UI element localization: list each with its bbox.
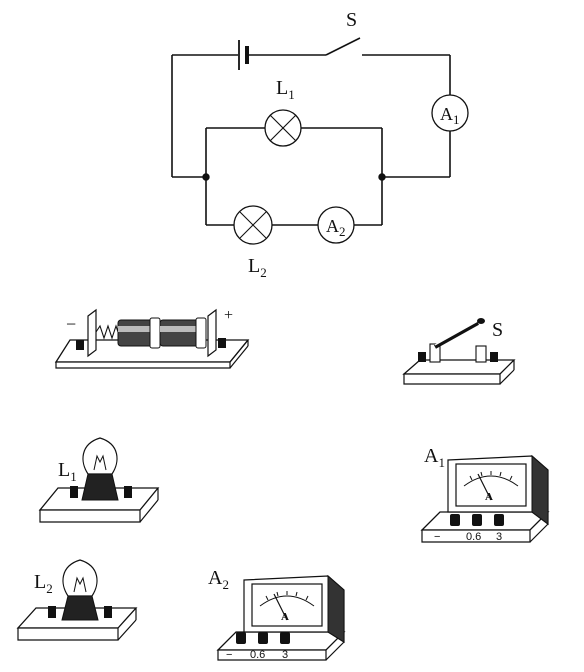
ammeter2-unit: A: [281, 611, 289, 623]
knife-switch: [402, 318, 516, 385]
ammeter2-terminal-3: 3: [282, 649, 288, 661]
ammeter1-unit: A: [485, 491, 493, 503]
ammeter2-symbol-label: A2: [326, 216, 346, 239]
lamp2-symbol: [233, 205, 273, 245]
lamp2-symbol-label: L2: [248, 255, 267, 280]
ammeter1-terminal-minus: −: [434, 531, 440, 543]
ammeter2-device: [216, 574, 346, 661]
battery-symbol: [238, 40, 249, 70]
ammeter1-label: A1: [424, 445, 445, 470]
ammeter1-symbol-label: A1: [440, 104, 460, 127]
ammeter1-device: [420, 454, 550, 543]
switch-symbol: [325, 37, 361, 56]
circuit-schematic: S A1 L1 A2 L2: [171, 9, 469, 280]
switch-label: S: [346, 9, 357, 31]
lamp1-symbol: [264, 109, 302, 147]
ammeter2-terminal-minus: −: [226, 649, 232, 661]
bulb2-label: L2: [34, 571, 53, 596]
knife-switch-label: S: [492, 319, 503, 341]
battery-minus-sign: −: [66, 314, 76, 334]
junction-dot-right: [378, 173, 386, 181]
battery-plus-sign: +: [224, 307, 233, 324]
bulb2-stand: [16, 559, 138, 641]
bulb1-label: L1: [58, 459, 77, 484]
ammeter1-terminal-0.6: 0.6: [466, 531, 481, 543]
battery-holder: [54, 308, 250, 369]
ammeter2-terminal-0.6: 0.6: [250, 649, 265, 661]
bulb1-stand: [38, 437, 160, 523]
ammeter2-label: A2: [208, 567, 229, 592]
junction-dot-left: [202, 173, 210, 181]
ammeter1-terminal-3: 3: [496, 531, 502, 543]
lamp1-symbol-label: L1: [276, 77, 295, 102]
